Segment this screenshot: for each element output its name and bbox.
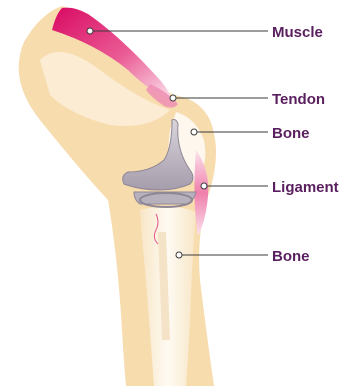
label-bone-lower: Bone [272, 248, 310, 265]
dot-ligament [201, 183, 207, 189]
dot-tendon [170, 95, 176, 101]
dot-muscle [87, 28, 93, 34]
label-bone-upper: Bone [272, 125, 310, 142]
label-tendon: Tendon [272, 91, 325, 108]
label-muscle: Muscle [272, 24, 323, 41]
label-ligament: Ligament [272, 179, 339, 196]
dot-bone-upper [191, 129, 197, 135]
dot-bone-lower [176, 252, 182, 258]
